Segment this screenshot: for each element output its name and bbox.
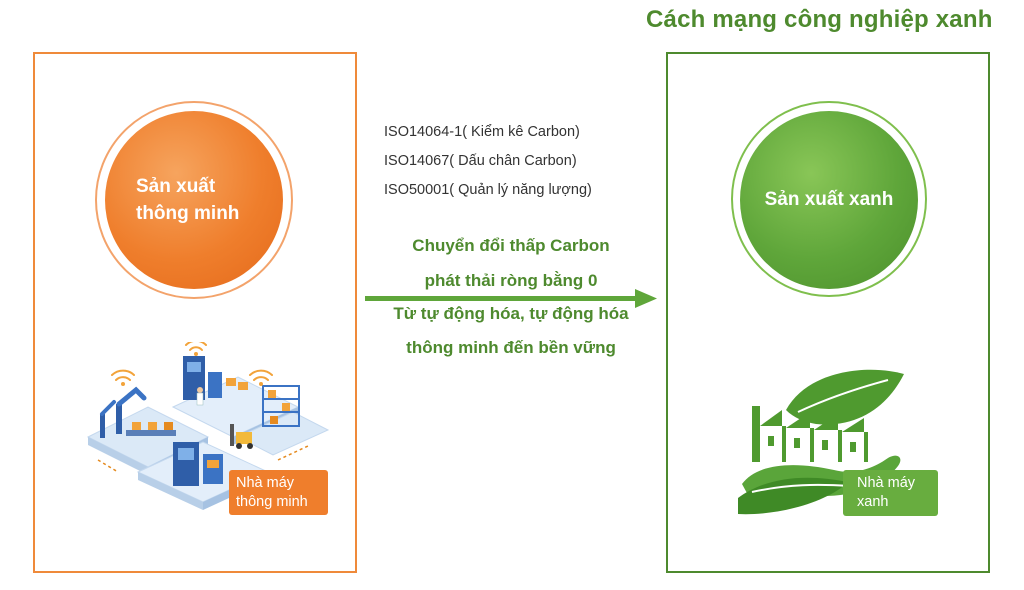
iso-standards-list: ISO14064-1( Kiểm kê Carbon) ISO14067( Dấ… (384, 118, 592, 205)
iso-standard-item: ISO14064-1( Kiểm kê Carbon) (384, 124, 580, 140)
smart-production-label: Sản xuất thông minh (136, 173, 266, 227)
smart-production-label-line1: Sản xuất (136, 176, 216, 197)
smart-production-circle: Sản xuất thông minh (105, 111, 283, 289)
right-arrow-icon (365, 289, 657, 308)
green-production-circle: Sản xuất xanh (740, 111, 918, 289)
green-production-ring (731, 101, 927, 297)
iso-standard-item: ISO50001( Quản lý năng lượng) (384, 182, 592, 198)
transition-line-1: Chuyển đổi thấp Carbon (412, 236, 610, 255)
green-factory-badge-line2: xanh (857, 494, 889, 510)
transition-line-4: thông minh đến bền vững (406, 338, 616, 357)
green-production-panel (666, 52, 990, 573)
green-production-label: Sản xuất xanh (764, 189, 894, 210)
smart-factory-badge-line2: thông minh (236, 494, 308, 510)
green-factory-hand-leaf-icon (738, 369, 904, 515)
green-factory-badge-line1: Nhà máy (857, 475, 916, 491)
smart-factory-badge: Nhà máy thông minh (229, 470, 328, 515)
page-title: Cách mạng công nghiệp xanh (646, 6, 993, 33)
transition-line-2: phát thải ròng bằng 0 (424, 271, 598, 290)
smart-production-ring (95, 101, 293, 299)
smart-factory-badge-line1: Nhà máy (236, 475, 295, 491)
transition-line-3: Từ tự động hóa, tự động hóa (393, 304, 629, 323)
smart-production-panel (33, 52, 357, 573)
green-factory-badge: Nhà máy xanh (843, 470, 938, 516)
iso-standard-item: ISO14067( Dấu chân Carbon) (384, 153, 577, 169)
smart-production-label-line2: thông minh (136, 203, 240, 224)
